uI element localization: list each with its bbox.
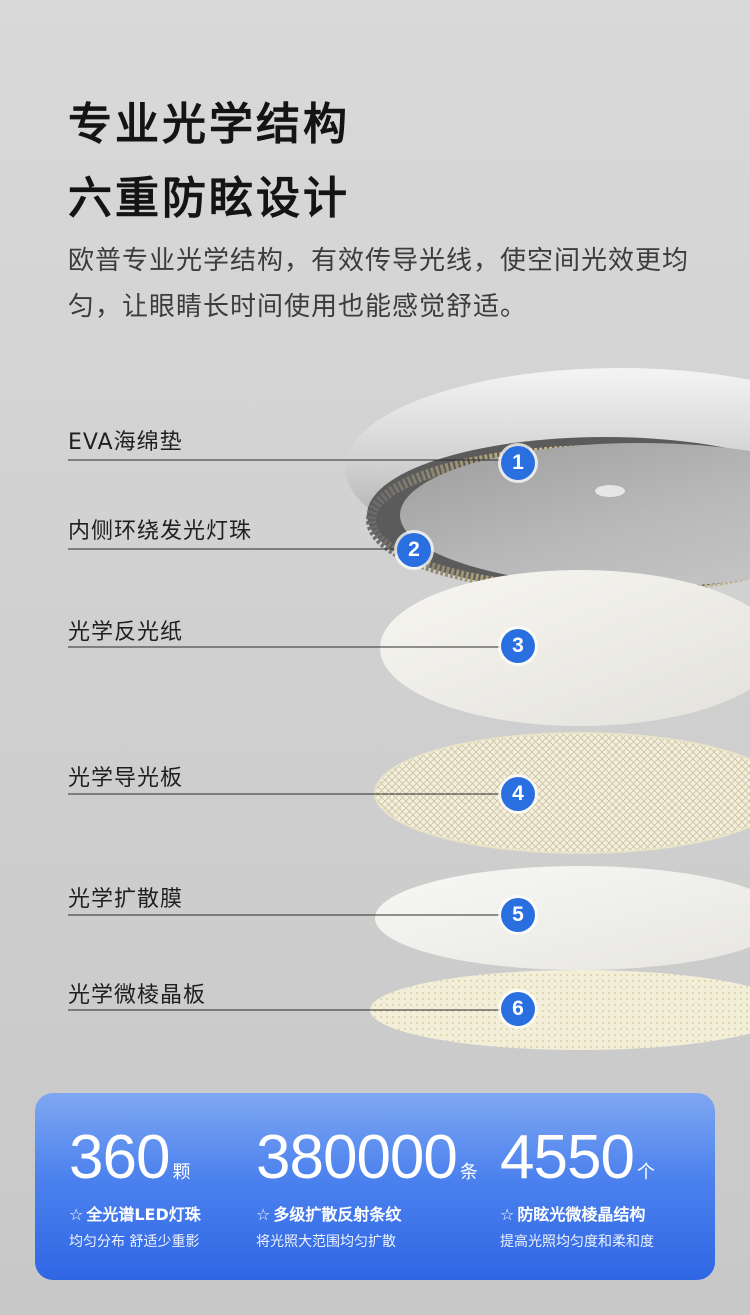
stat-description: 提高光照均匀度和柔和度 xyxy=(500,1234,654,1250)
layer-label-5: 光学扩散膜 xyxy=(68,887,184,912)
stat-unit: 颗 xyxy=(172,1162,191,1183)
leader-lines xyxy=(68,459,500,1011)
exploded-lamp-illustration xyxy=(68,368,750,1050)
stat-value: 4550 xyxy=(500,1123,635,1192)
housing-layer xyxy=(345,368,750,595)
light-guide-layer xyxy=(374,732,750,854)
page-description: 欧普专业光学结构，有效传导光线，使空间光效更均匀，让眼睛长时间使用也能感觉舒适。 xyxy=(68,246,690,322)
stat-value: 360 xyxy=(69,1123,170,1192)
stat-unit: 条 xyxy=(459,1162,478,1183)
layer-label-6: 光学微棱晶板 xyxy=(68,983,207,1008)
layer-label-2: 内侧环绕发光灯珠 xyxy=(68,519,253,544)
layer-label-1: EVA海绵垫 xyxy=(68,430,183,455)
title-line-2: 六重防眩设计 xyxy=(68,173,350,224)
star-icon: ☆ xyxy=(256,1205,271,1224)
center-dot xyxy=(595,485,625,497)
reflective-paper-layer xyxy=(380,570,750,726)
stat-value: 380000 xyxy=(256,1123,458,1192)
stat-feature: 多级扩散反射条纹 xyxy=(273,1205,402,1224)
prism-plate-layer xyxy=(370,970,750,1050)
layer-number-badge-3: 3 xyxy=(501,629,535,663)
star-icon: ☆ xyxy=(500,1205,515,1224)
star-icon: ☆ xyxy=(69,1205,84,1224)
layer-number-badge-4: 4 xyxy=(501,777,535,811)
stat-unit: 个 xyxy=(636,1162,655,1183)
layer-number-badge-2: 2 xyxy=(397,533,431,567)
stat-description: 将光照大范围均匀扩散 xyxy=(256,1234,396,1250)
stat-feature: 全光谱LED灯珠 xyxy=(86,1205,201,1224)
stat-feature: 防眩光微棱晶结构 xyxy=(517,1205,646,1224)
layer-label-3: 光学反光纸 xyxy=(68,620,184,645)
layer-label-4: 光学导光板 xyxy=(68,766,184,791)
diffusion-film-layer xyxy=(375,866,750,970)
housing-face xyxy=(400,443,750,587)
layer-diagram: EVA海绵垫 1 内侧环绕发光灯珠 2 光学反光纸 3 光学导光板 4 光学扩散… xyxy=(0,360,750,1080)
page-title: 专业光学结构 六重防眩设计 xyxy=(68,88,350,236)
title-line-1: 专业光学结构 xyxy=(68,99,350,150)
layer-number-badge-1: 1 xyxy=(501,446,535,480)
stat-description: 均匀分布 舒适少重影 xyxy=(69,1234,200,1250)
layer-number-badge-5: 5 xyxy=(501,898,535,932)
layer-number-badge-6: 6 xyxy=(501,992,535,1026)
